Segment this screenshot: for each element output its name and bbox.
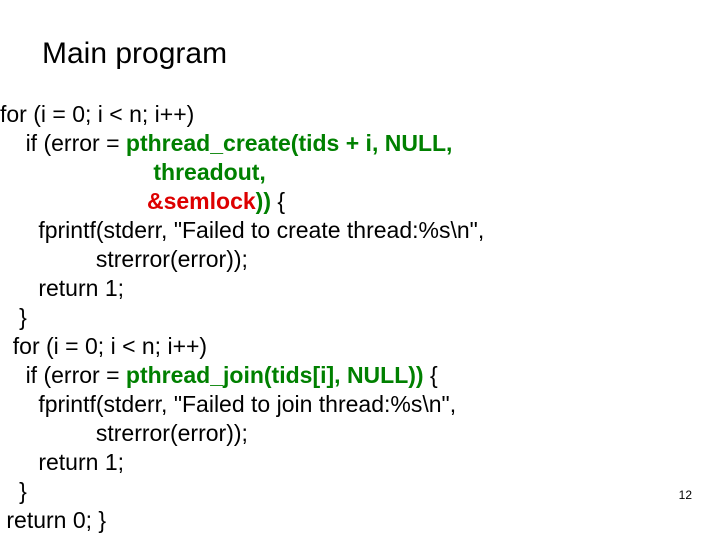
code-line: strerror(error)); [0,245,720,274]
code-indent [0,391,38,417]
code-indent [0,159,153,185]
code-indent [0,362,26,388]
code-token-plain: return 1; [38,275,124,301]
code-token-plain: { [423,362,438,388]
code-indent [0,420,96,446]
code-token-plain: } [19,304,27,330]
code-token-red: &semlock [146,188,256,214]
code-indent [0,246,96,272]
slide-page-number: 12 [678,488,692,502]
code-token-plain: if (error = [25,130,126,156]
code-line: strerror(error)); [0,419,720,448]
code-token-plain: return 0; } [6,507,107,533]
code-token-plain: fprintf(stderr, "Failed to create thread… [38,217,485,243]
code-line: } [0,303,720,332]
code-listing: for (i = 0; i < n; i++) if (error = pthr… [0,100,720,535]
code-token-green: pthread_join(tids[i], NULL)) [125,362,424,388]
code-line: &semlock)) { [0,187,720,216]
code-line: return 0; } [0,506,720,535]
code-token-plain: { [270,188,286,214]
code-indent [0,333,13,359]
code-line: } [0,477,720,506]
code-line: for (i = 0; i < n; i++) [0,332,720,361]
code-line: threadout, [0,158,720,187]
code-line: if (error = pthread_create(tids + i, NUL… [0,129,720,158]
code-token-plain: if (error = [25,362,126,388]
code-indent [0,188,147,214]
code-indent [0,275,38,301]
code-indent [0,304,19,330]
code-token-green: pthread_create(tids + i, NULL, [125,130,453,156]
code-token-green: threadout, [153,159,266,185]
code-line: if (error = pthread_join(tids[i], NULL))… [0,361,720,390]
page-title: Main program [42,37,228,70]
code-line: for (i = 0; i < n; i++) [0,100,720,129]
code-line: return 1; [0,448,720,477]
code-token-plain: fprintf(stderr, "Failed to join thread:%… [38,391,457,417]
code-indent [0,217,38,243]
code-token-plain: return 1; [38,449,124,475]
code-line: return 1; [0,274,720,303]
code-indent [0,130,26,156]
code-line: fprintf(stderr, "Failed to join thread:%… [0,390,720,419]
code-token-plain: } [19,478,27,504]
code-indent [0,449,38,475]
code-token-green: )) [255,188,271,214]
code-indent [0,478,19,504]
code-token-plain: strerror(error)); [95,420,248,446]
code-line: fprintf(stderr, "Failed to create thread… [0,216,720,245]
code-token-plain: for (i = 0; i < n; i++) [0,101,195,127]
code-token-plain: for (i = 0; i < n; i++) [12,333,208,359]
code-token-plain: strerror(error)); [95,246,248,272]
